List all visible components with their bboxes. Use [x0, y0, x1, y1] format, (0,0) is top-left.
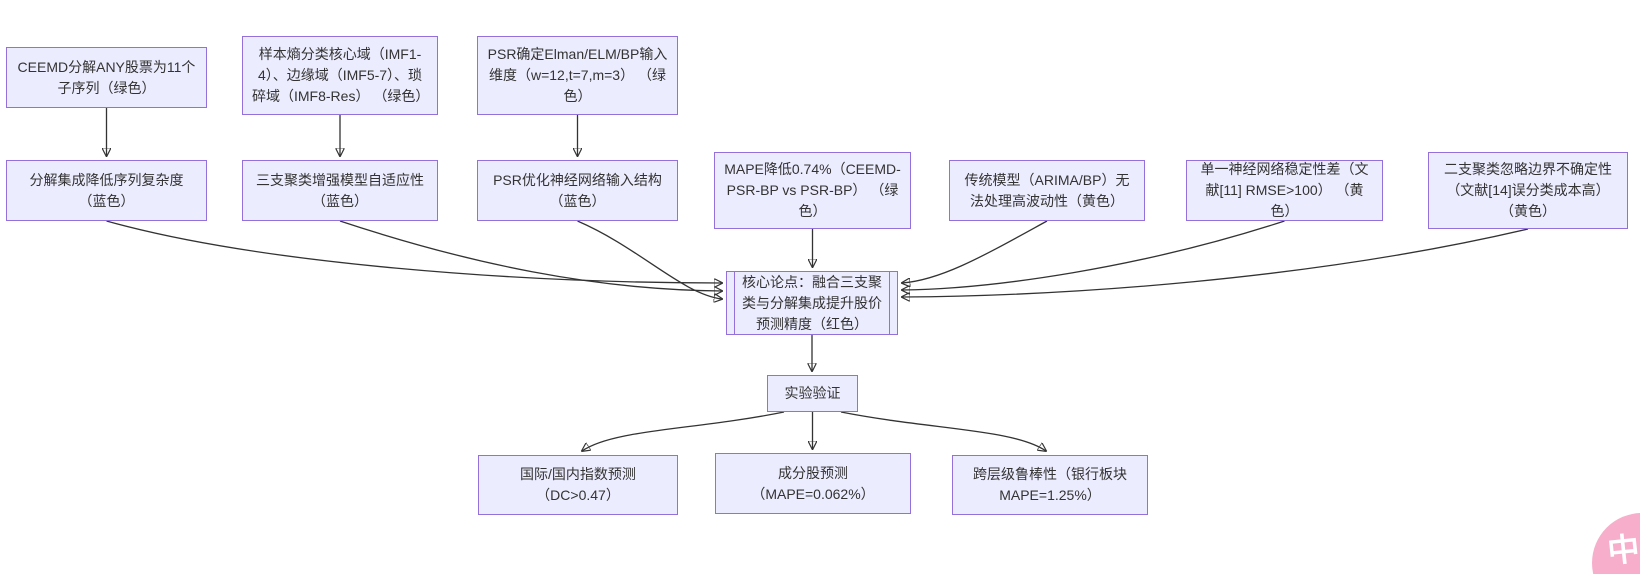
node-entropy: 样本熵分类核心域（IMF1-4）、边缘域（IMF5-7）、琐碎域（IMF8-Re…	[242, 36, 438, 115]
node-constituent: 成分股预测（MAPE=0.062%）	[715, 453, 911, 514]
node-threeway: 三支聚类增强模型自适应性（蓝色）	[242, 160, 438, 221]
edge-traditional-core	[902, 220, 1048, 283]
node-experiment: 实验验证	[767, 375, 858, 412]
node-entropy-label: 样本熵分类核心域（IMF1-4）、边缘域（IMF5-7）、琐碎域（IMF8-Re…	[252, 46, 430, 104]
node-decomp-label: 分解集成降低序列复杂度（蓝色）	[29, 171, 184, 209]
node-robustness: 跨层级鲁棒性（银行板块 MAPE=1.25%）	[952, 455, 1148, 515]
node-twoway: 二支聚类忽略边界不确定性（文献[14]误分类成本高）（黄色）	[1428, 152, 1628, 229]
node-ceemd-label: CEEMD分解ANY股票为11个子序列（绿色）	[17, 58, 196, 96]
node-index-pred: 国际/国内指数预测（DC>0.47）	[478, 455, 678, 515]
node-constituent-label: 成分股预测（MAPE=0.062%）	[751, 464, 875, 502]
node-psr-opt: PSR优化神经网络输入结构（蓝色）	[477, 160, 678, 221]
edge-decomp-core	[106, 220, 723, 283]
node-traditional: 传统模型（ARIMA/BP）无法处理高波动性（黄色）	[949, 160, 1145, 221]
node-psr-dim-label: PSR确定Elman/ELM/BP输入维度（w=12,t=7,m=3） （绿色）	[487, 46, 668, 104]
node-single-nn: 单一神经网络稳定性差（文献[11] RMSE>100） （黄色）	[1186, 160, 1383, 221]
edge-twoway-core	[902, 228, 1529, 297]
node-traditional-label: 传统模型（ARIMA/BP）无法处理高波动性（黄色）	[964, 171, 1130, 209]
edge-threeway-core	[339, 220, 722, 291]
node-twoway-label: 二支聚类忽略边界不确定性（文献[14]误分类成本高）（黄色）	[1444, 161, 1612, 219]
edge-singlenn-core	[902, 220, 1285, 290]
node-core-thesis: 核心论点：融合三支聚类与分解集成提升股价预测精度（红色）	[726, 271, 898, 335]
node-robustness-label: 跨层级鲁棒性（银行板块 MAPE=1.25%）	[973, 466, 1127, 503]
node-threeway-label: 三支聚类增强模型自适应性（蓝色）	[256, 171, 424, 209]
node-psr-dim: PSR确定Elman/ELM/BP输入维度（w=12,t=7,m=3） （绿色）	[477, 36, 678, 115]
translate-icon: 中 A	[1587, 508, 1640, 574]
translate-icon-a-glyph: A	[1634, 546, 1640, 574]
node-experiment-label: 实验验证	[784, 385, 841, 401]
node-core-thesis-label: 核心论点：融合三支聚类与分解集成提升股价预测精度（红色）	[742, 273, 882, 332]
node-psr-opt-label: PSR优化神经网络输入结构（蓝色）	[493, 171, 662, 209]
edge-experiment-index	[582, 411, 785, 451]
translate-badge-button[interactable]: 中 A	[1592, 513, 1640, 574]
node-ceemd: CEEMD分解ANY股票为11个子序列（绿色）	[6, 47, 207, 108]
edge-experiment-robustness	[840, 411, 1046, 451]
node-decomp: 分解集成降低序列复杂度（蓝色）	[6, 160, 207, 221]
node-single-nn-label: 单一神经网络稳定性差（文献[11] RMSE>100） （黄色）	[1200, 161, 1369, 219]
node-mape: MAPE降低0.74%（CEEMD-PSR-BP vs PSR-BP） （绿色）	[714, 152, 911, 229]
node-index-pred-label: 国际/国内指数预测（DC>0.47）	[520, 466, 636, 503]
edge-psropt-core	[577, 220, 723, 299]
translate-icon-zh-glyph: 中	[1605, 530, 1640, 570]
node-mape-label: MAPE降低0.74%（CEEMD-PSR-BP vs PSR-BP） （绿色）	[724, 161, 901, 219]
